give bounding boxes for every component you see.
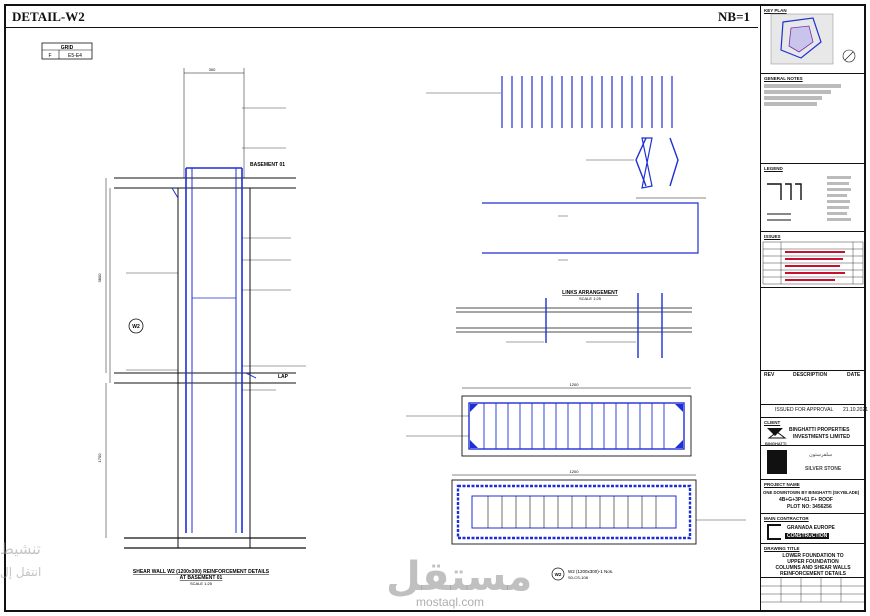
legend-section: LEGEND (761, 164, 865, 232)
svg-text:3800: 3800 (97, 273, 102, 283)
approval-date: 21.10.2021 (843, 407, 869, 413)
legend-symbols (767, 176, 851, 221)
drawing-info-table (761, 578, 865, 610)
client-name-line1: BINGHATTI PROPERTIES (789, 427, 850, 433)
consultant-section: سلفرستون SILVER STONE (761, 446, 865, 480)
legend-label: LEGEND (764, 166, 783, 171)
section-label-line1: W2 (1200x300)-1 Nos. (568, 569, 613, 574)
os-activation-overlay: تنشيط (0, 540, 41, 558)
granada-logo-icon (767, 524, 781, 540)
detail-title: DETAIL-W2 (12, 9, 85, 24)
consultant-logo-icon (767, 450, 787, 474)
project-section: PROJECT NAME ONE DOWNTOWN BY BINGHATTI (… (761, 480, 865, 514)
grid-table: GRID F E5-E4 (41, 42, 93, 60)
drawing-sheet: DETAIL-W2 NB=1 GRID F E5-E4 300 (4, 4, 869, 612)
mostaql-watermark: مستقل (386, 554, 533, 600)
svg-text:300: 300 (209, 67, 216, 72)
drawing-info-grid (761, 578, 865, 603)
drawing-title-line1: LOWER FOUNDATION TO (782, 553, 844, 559)
mostaql-domain: mostaql.com (416, 595, 485, 609)
notes-section: GENERAL NOTES (761, 74, 865, 164)
svg-text:1200: 1200 (570, 382, 580, 387)
links-title: LINKS ARRANGEMENT (562, 290, 618, 296)
key-plan-image (770, 13, 856, 65)
links-scale: SCALE 1:25 (579, 296, 602, 301)
contractor-section: MAIN CONTRACTOR GRANADA EUROPE CONSTRUCT… (761, 514, 865, 544)
project-label: PROJECT NAME (764, 482, 800, 487)
project-line1: ONE DOWNTOWN BY BINGHATTI (SKYBLADE) (763, 490, 860, 495)
drawing-title-line3: COLUMNS AND SHEAR WALLS (775, 565, 851, 571)
grid-table-col2: E5-E4 (68, 53, 82, 59)
wall-elevation: 300 3800 (97, 67, 306, 586)
consultant-brand: SILVER STONE (805, 466, 842, 472)
w2-section-tag: W2 (555, 572, 562, 577)
grid-table-header: GRID (61, 45, 74, 51)
grid-table-col1: F (48, 53, 51, 59)
wall-section-2: 1200 W2 W2 (1200x300)-1 Nos. S0-CS-108 (451, 469, 746, 581)
contractor-line2: CONSTRUCTION (785, 533, 830, 539)
basement-label: BASEMENT 01 (250, 162, 285, 168)
description-header: DESCRIPTION (793, 372, 828, 378)
key-plan-section: KEY PLAN (761, 6, 865, 74)
issues-section: ISSUES (761, 232, 865, 288)
contractor-line1: GRANADA EUROPE (787, 525, 835, 531)
nb-label: NB=1 (718, 9, 750, 24)
client-logo-text: BINGHATTI (765, 441, 787, 446)
left-caption-scale: SCALE 1:25 (190, 581, 213, 586)
svg-text:1200: 1200 (570, 469, 580, 474)
bar-schedule-top (426, 76, 706, 261)
drawing-title-line2: UPPER FOUNDATION (787, 559, 839, 565)
os-activation-overlay-sub: انتقل إل (0, 565, 42, 579)
drawing-canvas: GRID F E5-E4 300 (41, 42, 746, 586)
approval-text: ISSUED FOR APPROVAL (775, 407, 834, 413)
title-block: KEY PLAN GENERAL NOTES LEGEND (760, 6, 869, 610)
revision-section: REV DESCRIPTION DATE ISSUED FOR APPROVAL… (761, 288, 869, 418)
sheet-header: DETAIL-W2 NB=1 (6, 6, 758, 28)
project-line3: PLOT NO: 3456256 (787, 504, 832, 510)
links-arrangement: LINKS ARRANGEMENT SCALE 1:25 (456, 290, 692, 358)
date-header: DATE (847, 372, 861, 378)
contractor-label: MAIN CONTRACTOR (764, 516, 809, 521)
client-name-line2: INVESTMENTS LIMITED (793, 434, 850, 440)
left-caption-line2: AT BASEMENT 01 (180, 575, 223, 581)
issues-label: ISSUES (764, 234, 781, 239)
drawing-title-section: DRAWING TITLE LOWER FOUNDATION TO UPPER … (761, 544, 865, 578)
client-section: CLIENT BINGHATTI BINGHATTI PROPERTIES IN… (761, 418, 865, 446)
binghatti-logo-icon (767, 428, 787, 439)
left-caption-line1: SHEAR WALL W2 (1200x300) REINFORCEMENT D… (133, 569, 270, 575)
lap-label: LAP (278, 374, 289, 380)
section-label-line2: S0-CS-108 (568, 575, 589, 580)
svg-text:1700: 1700 (97, 453, 102, 463)
drawing-title-line4: REINFORCEMENT DETAILS (779, 571, 847, 577)
project-line2: 4B+G+3P+61 F+ ROOF (779, 497, 833, 503)
notes-label: GENERAL NOTES (764, 76, 803, 81)
issues-table (762, 241, 864, 285)
client-label: CLIENT (764, 420, 781, 425)
drawing-title-label: DRAWING TITLE (764, 546, 800, 551)
w2-bubble: W2 (132, 324, 140, 330)
key-plan-label: KEY PLAN (764, 8, 787, 13)
wall-section-1: 1200 (406, 382, 692, 457)
rev-header: REV (764, 372, 775, 378)
